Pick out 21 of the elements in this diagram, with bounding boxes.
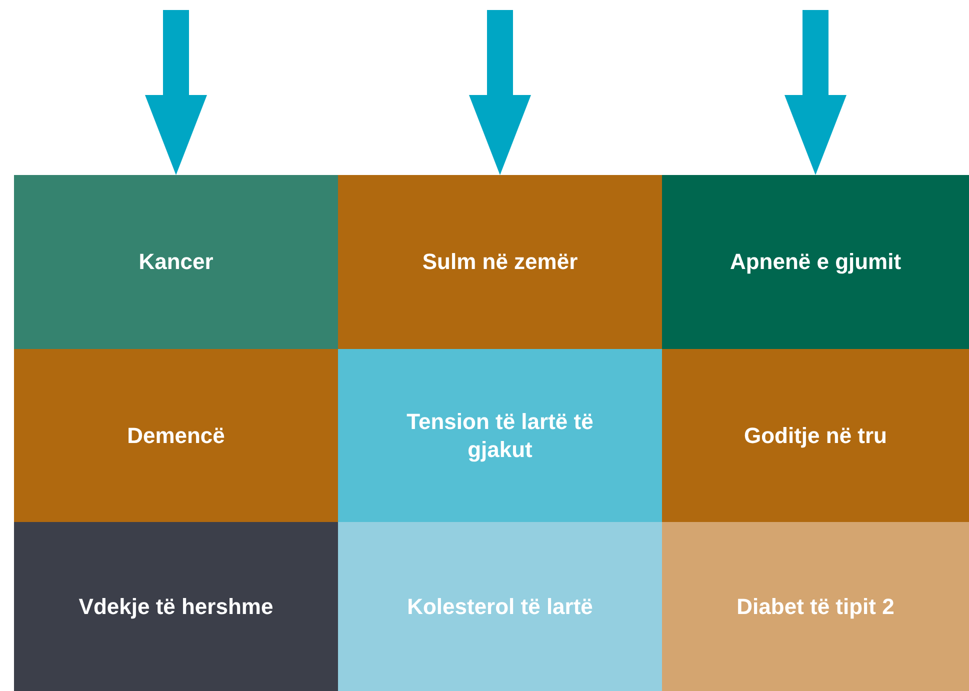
tile-label: Diabet të tipit 2 bbox=[736, 592, 894, 620]
tile-label: Tension të lartë të gjakut bbox=[406, 408, 594, 463]
tile-label: Vdekje të hershme bbox=[78, 592, 274, 620]
category-tile bbox=[14, 349, 338, 522]
category-tile bbox=[14, 175, 338, 349]
category-tile bbox=[662, 175, 969, 349]
arrow bbox=[469, 10, 531, 175]
tile-label: Apnenë e gjumit bbox=[730, 248, 902, 276]
arrow bbox=[784, 10, 846, 175]
category-tile bbox=[338, 522, 662, 691]
tile-label: Kolesterol të lartë bbox=[407, 592, 593, 620]
category-tile bbox=[662, 349, 969, 522]
tile-label: Demencë bbox=[127, 422, 225, 450]
category-tile bbox=[662, 522, 969, 691]
arrow bbox=[145, 10, 207, 175]
tile-label: Kancer bbox=[138, 248, 214, 276]
category-tile bbox=[338, 175, 662, 349]
tile-label: Goditje në tru bbox=[744, 422, 887, 450]
category-tile bbox=[14, 522, 338, 691]
tile-label: Sulm në zemër bbox=[422, 248, 578, 276]
category-tile bbox=[338, 349, 662, 522]
